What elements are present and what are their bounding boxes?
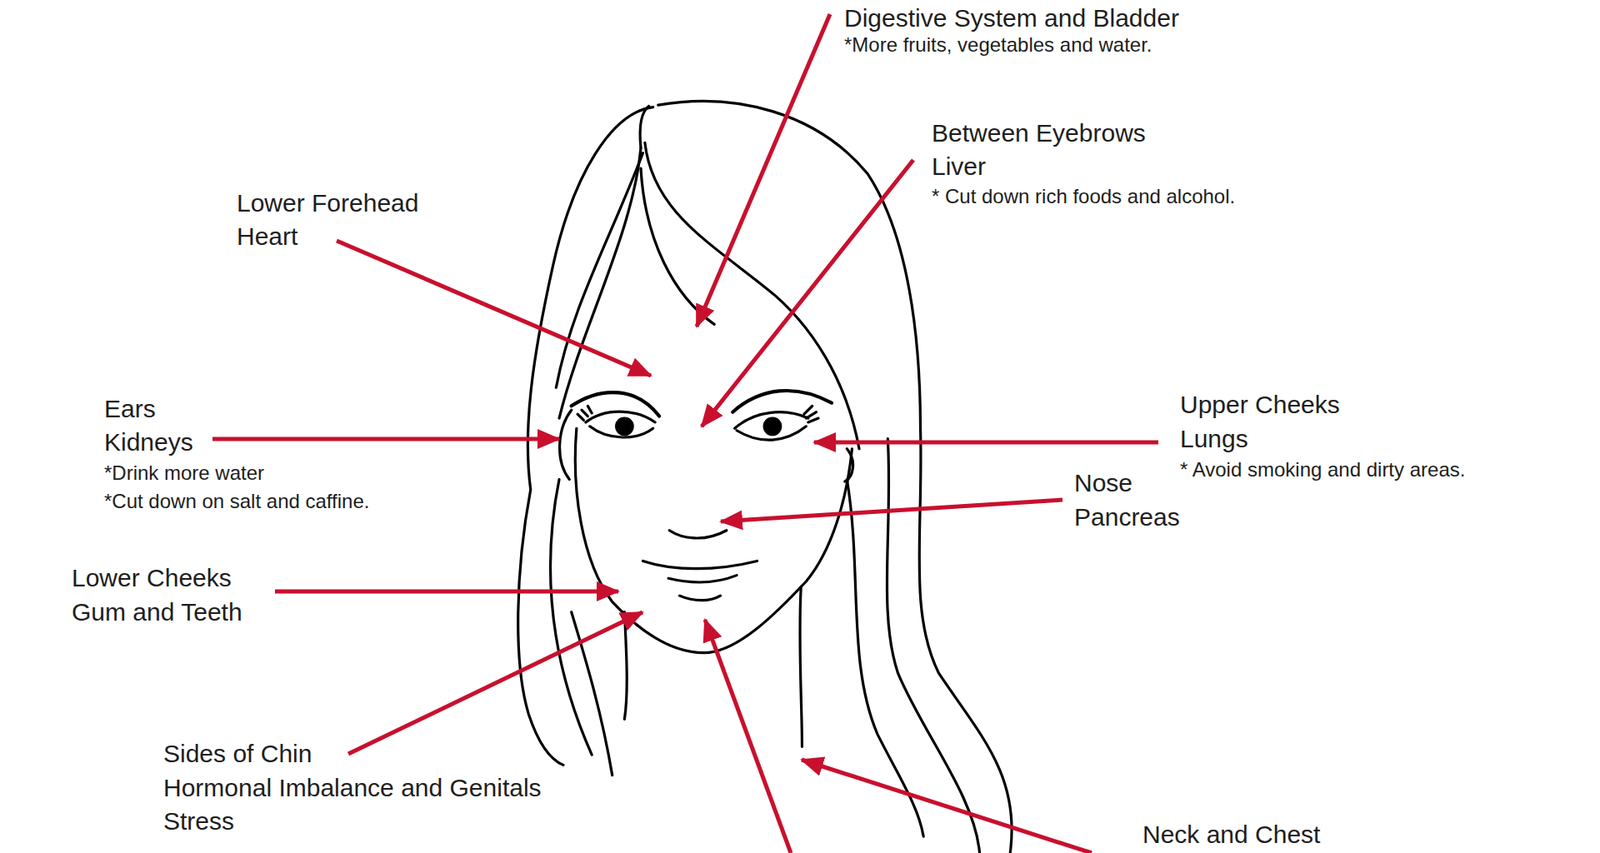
region-label: Hormonal Imbalance and Genitals: [163, 773, 542, 804]
leader-arrow: [705, 620, 791, 853]
region-label: Pancreas: [1074, 502, 1180, 533]
leader-arrow: [348, 612, 643, 755]
region-label: Heart: [236, 221, 298, 252]
region-label: Ears: [104, 394, 156, 425]
region-label: Lower Forehead: [236, 188, 419, 219]
region-label: Liver: [931, 151, 986, 182]
advice-note: * Avoid smoking and dirty areas.: [1180, 458, 1465, 483]
leader-arrow: [696, 14, 830, 327]
leader-arrow: [801, 760, 1092, 853]
region-label: Neck and Chest: [1142, 820, 1320, 850]
advice-note: *Cut down on salt and caffine.: [104, 490, 370, 515]
region-label: Between Eyebrows: [931, 118, 1146, 149]
region-label: Lungs: [1180, 424, 1249, 455]
leader-arrows: [212, 14, 1159, 853]
leader-arrow: [814, 440, 1159, 445]
face-drawing: [518, 100, 1012, 853]
leader-arrow: [701, 160, 914, 427]
region-label: Lower Cheeks: [71, 563, 232, 594]
leader-arrow: [212, 437, 560, 442]
leader-arrow: [336, 240, 651, 376]
leader-arrow: [720, 500, 1063, 522]
region-label: Digestive System and Bladder: [844, 3, 1180, 34]
region-label: Nose: [1074, 468, 1133, 499]
advice-note: *Drink more water: [104, 461, 265, 486]
region-label: Kidneys: [104, 427, 194, 458]
advice-note: * Cut down rich foods and alcohol.: [931, 185, 1235, 210]
region-label: Stress: [163, 806, 235, 837]
leader-arrow: [275, 590, 619, 595]
advice-note: *More fruits, vegetables and water.: [844, 33, 1153, 58]
region-label: Upper Cheeks: [1180, 390, 1340, 420]
region-label: Sides of Chin: [163, 739, 312, 770]
region-label: Gum and Teeth: [71, 597, 243, 628]
